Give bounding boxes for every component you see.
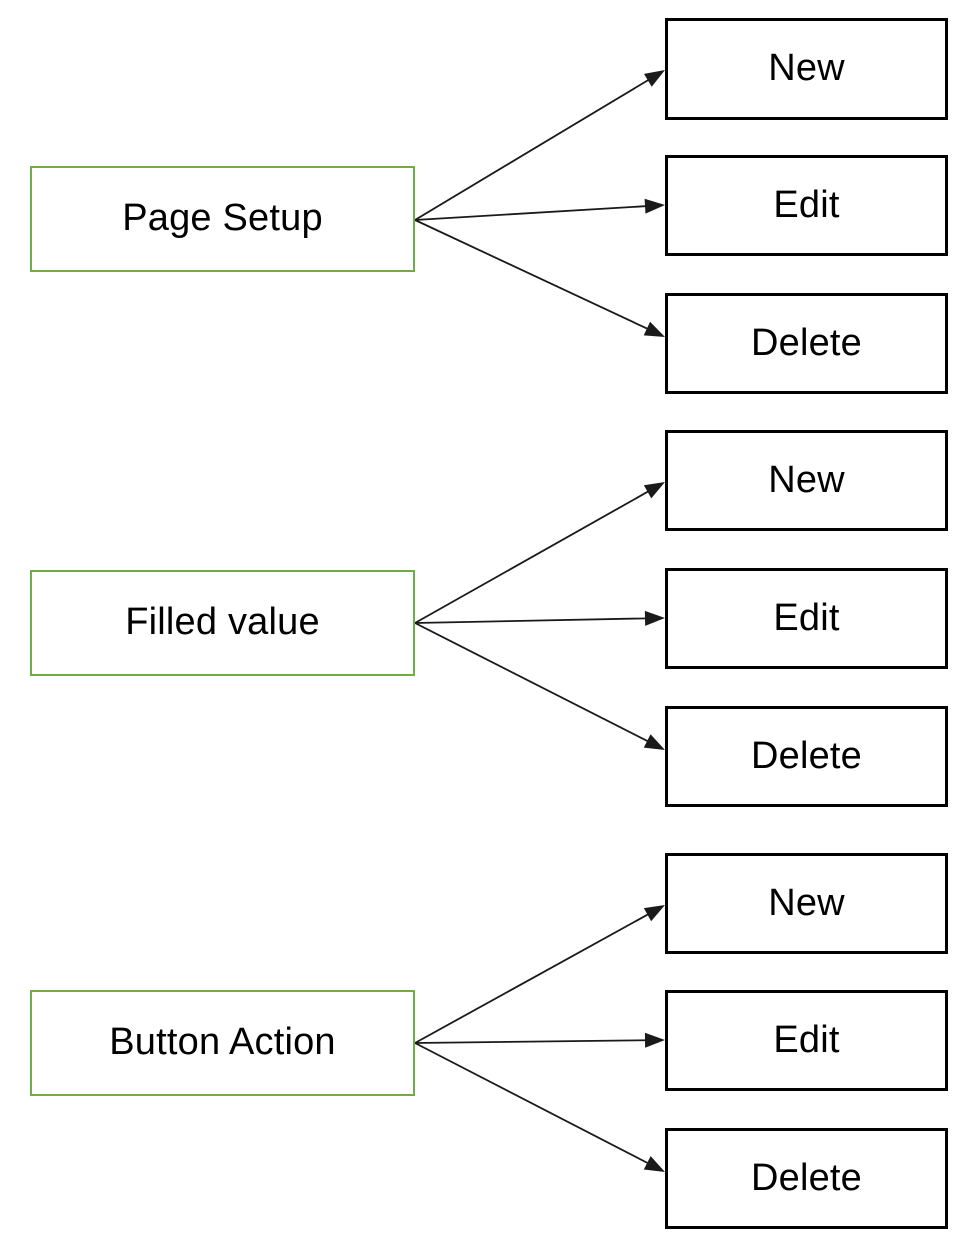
edge-arrowhead-icon bbox=[644, 198, 665, 214]
edge-line bbox=[414, 622, 650, 743]
action-node-new-1[interactable]: New bbox=[665, 18, 948, 120]
action-node-label: Edit bbox=[773, 1018, 840, 1061]
source-node-page-setup[interactable]: Page Setup bbox=[30, 166, 415, 272]
action-node-delete-3[interactable]: Delete bbox=[665, 1128, 948, 1229]
edge-arrowhead-icon bbox=[644, 1032, 665, 1048]
action-node-label: Delete bbox=[750, 1156, 863, 1199]
source-node-filled-value[interactable]: Filled value bbox=[30, 570, 415, 676]
edge-arrowhead-icon bbox=[643, 70, 665, 87]
action-node-label: Edit bbox=[773, 183, 840, 226]
action-node-edit-1[interactable]: Edit bbox=[665, 155, 948, 256]
action-node-label: Edit bbox=[773, 596, 840, 639]
edge-line bbox=[414, 78, 651, 221]
action-node-edit-2[interactable]: Edit bbox=[665, 568, 948, 669]
edge-line bbox=[414, 490, 650, 624]
edge-arrowhead-icon bbox=[643, 905, 665, 922]
edge-arrowhead-icon bbox=[643, 734, 665, 750]
edge-arrowhead-icon bbox=[643, 482, 665, 499]
action-node-label: Delete bbox=[750, 734, 863, 777]
edge-arrowhead-icon bbox=[644, 610, 665, 626]
action-node-new-2[interactable]: New bbox=[665, 430, 948, 531]
source-node-label: Page Setup bbox=[122, 197, 323, 240]
source-node-label: Filled value bbox=[125, 601, 320, 644]
action-node-label: New bbox=[768, 881, 845, 924]
action-node-label: Delete bbox=[750, 321, 863, 364]
edge-arrowhead-icon bbox=[643, 1156, 665, 1172]
action-node-label: New bbox=[768, 47, 845, 90]
edge-line bbox=[414, 1042, 650, 1165]
action-node-edit-3[interactable]: Edit bbox=[665, 990, 948, 1091]
source-node-button-action[interactable]: Button Action bbox=[30, 990, 415, 1096]
edge-line bbox=[414, 205, 648, 221]
source-node-label: Button Action bbox=[109, 1021, 336, 1064]
action-node-delete-2[interactable]: Delete bbox=[665, 706, 948, 807]
action-node-new-3[interactable]: New bbox=[665, 853, 948, 954]
edge-line bbox=[414, 617, 648, 624]
edge-line bbox=[414, 219, 650, 331]
action-node-delete-1[interactable]: Delete bbox=[665, 293, 948, 394]
edge-arrowhead-icon bbox=[643, 321, 665, 337]
edge-line bbox=[414, 912, 650, 1044]
edge-line bbox=[414, 1039, 648, 1044]
action-node-label: New bbox=[768, 458, 845, 501]
